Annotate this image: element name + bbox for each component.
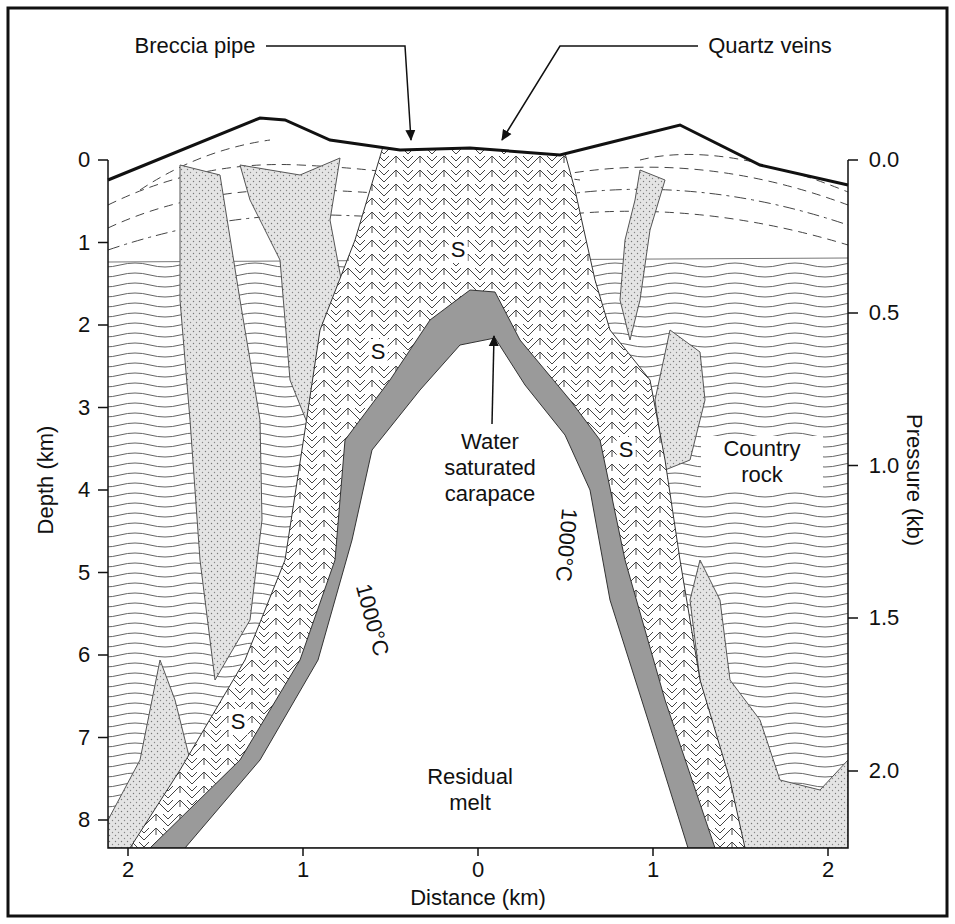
ground-surface	[108, 118, 848, 185]
sky	[108, 60, 848, 185]
tick-label: 1	[78, 230, 90, 256]
residual-melt	[185, 338, 688, 848]
tick-label: 0	[472, 857, 484, 883]
zone-letter: S	[617, 437, 636, 463]
axes	[98, 160, 858, 856]
leader-lines	[266, 46, 698, 424]
tick-label: 0.5	[869, 300, 900, 326]
tick-label: 4	[78, 477, 90, 503]
tick-label: 7	[78, 725, 90, 751]
water-saturated-carapace	[150, 290, 715, 848]
tick-label: 2	[122, 857, 134, 883]
tick-label: 3	[78, 395, 90, 421]
region-label: Water saturated carapace	[431, 429, 549, 507]
callout-label: Quartz veins	[708, 33, 832, 59]
tick-label: 1	[297, 857, 309, 883]
tick-label: 1.0	[869, 453, 900, 479]
zone-letter: S	[449, 237, 468, 263]
zone-letter: S	[369, 339, 388, 365]
tick-label: 8	[78, 807, 90, 833]
tick-label: 2	[78, 312, 90, 338]
tick-label: 1	[647, 857, 659, 883]
axis-title: Depth (km)	[33, 426, 59, 535]
tick-label: 1.5	[869, 605, 900, 631]
zone-letter: S	[229, 709, 248, 735]
tick-label: 0.0	[869, 147, 900, 173]
tick-label: 2	[822, 857, 834, 883]
outer-frame	[8, 8, 947, 916]
silicified-zone	[130, 130, 745, 848]
tick-label: 5	[78, 560, 90, 586]
axis-title: Distance (km)	[410, 885, 546, 911]
tick-label: 6	[78, 642, 90, 668]
tick-label: 0	[78, 147, 90, 173]
callout-label: Breccia pipe	[134, 33, 255, 59]
region-label: Country rock	[701, 436, 823, 488]
region-label: Residual melt	[415, 764, 525, 816]
axis-title: Pressure (kb)	[901, 414, 927, 546]
tick-label: 2.0	[869, 758, 900, 784]
